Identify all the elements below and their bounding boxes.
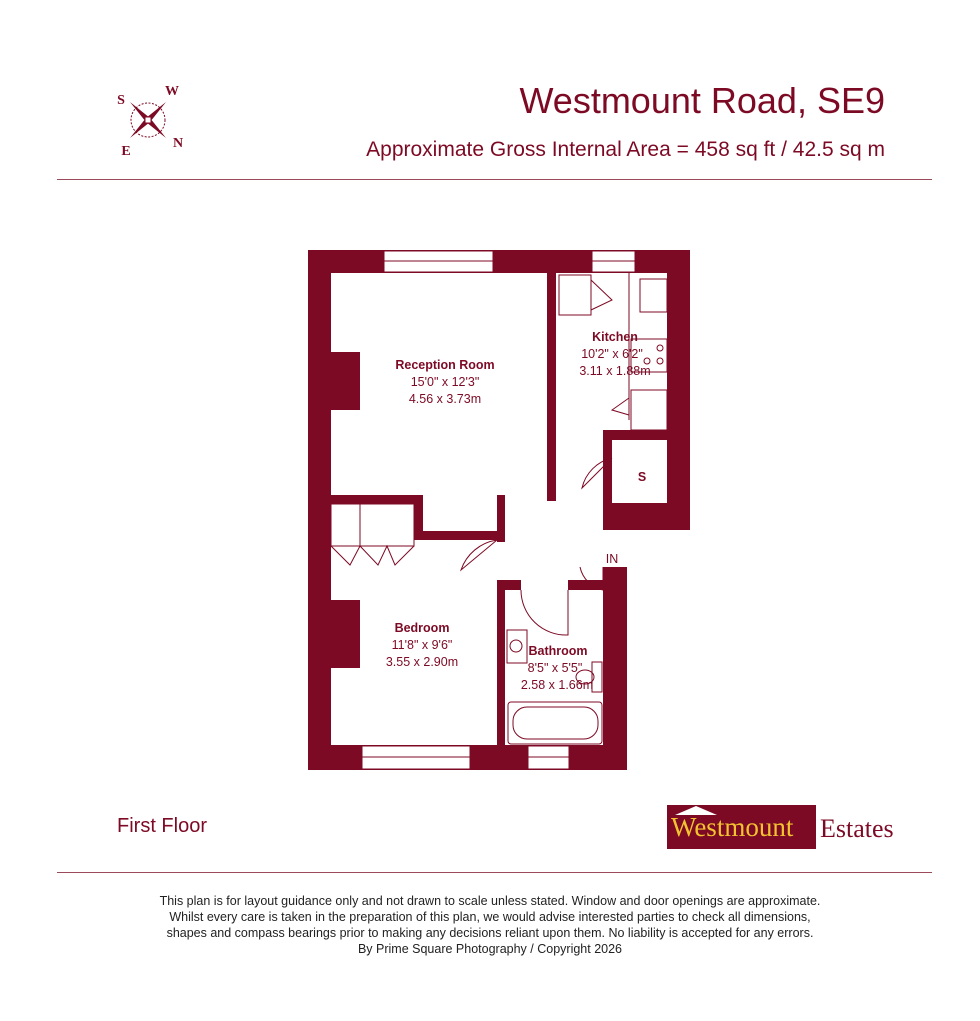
svg-text:4.56 x 3.73m: 4.56 x 3.73m [409,392,481,406]
fixtures [330,273,668,745]
footer-divider [57,872,932,873]
svg-text:11'8" x 9'6": 11'8" x 9'6" [392,638,453,652]
floor-label: First Floor [117,815,207,837]
svg-text:10'2" x 6'2": 10'2" x 6'2" [581,347,643,361]
windows [361,250,636,770]
svg-text:8'5" x 5'5": 8'5" x 5'5" [528,661,583,675]
walls [308,250,690,770]
room-bedroom: Bedroom 11'8" x 9'6" 3.55 x 2.90m [386,621,458,669]
compass-e: E [121,144,130,159]
disclaimer: This plan is for layout guidance only an… [0,893,980,957]
svg-text:Bathroom: Bathroom [528,644,587,658]
disclaimer-line: Whilst every care is taken in the prepar… [169,910,811,924]
disclaimer-line: shapes and compass bearings prior to mak… [166,926,814,940]
svg-text:3.55 x 2.90m: 3.55 x 2.90m [386,655,458,669]
svg-text:3.11 x 1.88m: 3.11 x 1.88m [579,364,650,378]
room-kitchen: Kitchen 10'2" x 6'2" 3.11 x 1.88m [579,330,650,378]
compass-w: W [165,84,179,99]
logo-suffix: Estates [820,814,894,843]
store-label: S [638,470,646,484]
svg-text:15'0" x 12'3": 15'0" x 12'3" [411,375,480,389]
copyright: By Prime Square Photography / Copyright … [357,942,623,956]
compass-icon: S W E N [117,84,183,159]
svg-text:Kitchen: Kitchen [592,330,638,344]
svg-text:Bedroom: Bedroom [395,621,450,635]
compass-n: N [173,136,183,151]
svg-text:Reception Room: Reception Room [395,358,494,372]
logo-brand: Westmount [671,812,794,842]
page-title: Westmount Road, SE9 [519,80,885,121]
room-reception: Reception Room 15'0" x 12'3" 4.56 x 3.73… [395,358,494,406]
room-bathroom: Bathroom 8'5" x 5'5" 2.58 x 1.66m [521,644,593,692]
entrance-label: IN [606,552,619,566]
gross-area: Approximate Gross Internal Area = 458 sq… [366,138,885,161]
svg-text:2.58 x 1.66m: 2.58 x 1.66m [521,678,593,692]
compass-s: S [117,93,125,108]
header-divider [57,179,932,180]
disclaimer-line: This plan is for layout guidance only an… [159,894,821,908]
